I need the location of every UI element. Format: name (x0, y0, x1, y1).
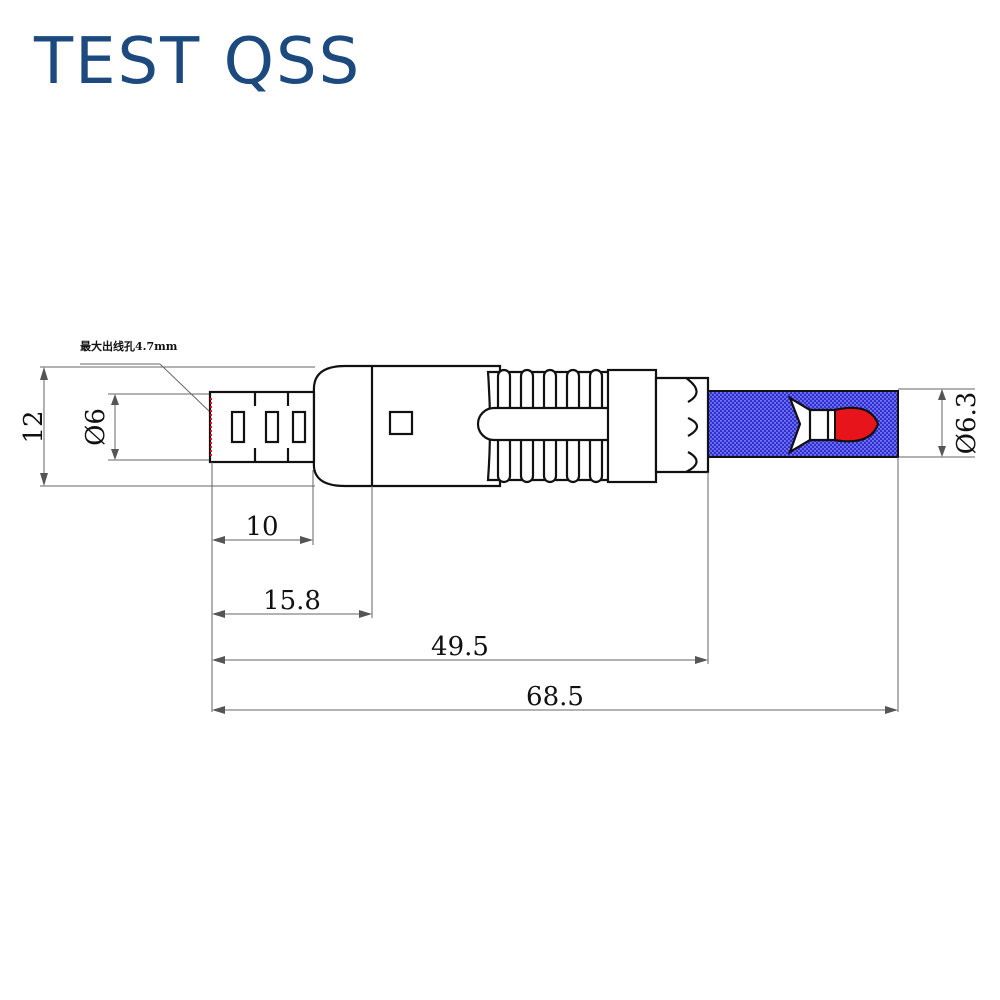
length-10-label: 10 (245, 512, 278, 542)
brand-title: TEST QSS (34, 25, 362, 99)
diameter-right-dimension: Ø6.3 (898, 388, 982, 458)
diameter-right-label: Ø6.3 (952, 392, 982, 455)
handle-body (312, 364, 502, 488)
length-49-5-label: 49.5 (431, 632, 489, 662)
note-leader-line (80, 363, 211, 413)
diameter-left-dimension: Ø6 (81, 393, 212, 461)
insulated-pin-sleeve (707, 390, 899, 458)
collar (606, 368, 710, 484)
length-dimensions: 10 15.8 49.5 68.5 (211, 457, 899, 714)
height-dimension: 12 (19, 366, 315, 487)
cable-strain-relief (208, 390, 316, 464)
red-pin-tip (834, 406, 880, 443)
grip-slot (476, 406, 628, 442)
handle-window (388, 410, 414, 436)
height-label: 12 (19, 410, 49, 443)
cable-hole-note-text: 最大出线孔4.7mm (80, 339, 178, 353)
cable-hole-note: 最大出线孔4.7mm (80, 339, 211, 413)
length-68-5-label: 68.5 (526, 682, 584, 712)
threaded-grip (476, 368, 628, 484)
length-15-8-label: 15.8 (263, 586, 321, 616)
diameter-left-label: Ø6 (81, 408, 111, 446)
